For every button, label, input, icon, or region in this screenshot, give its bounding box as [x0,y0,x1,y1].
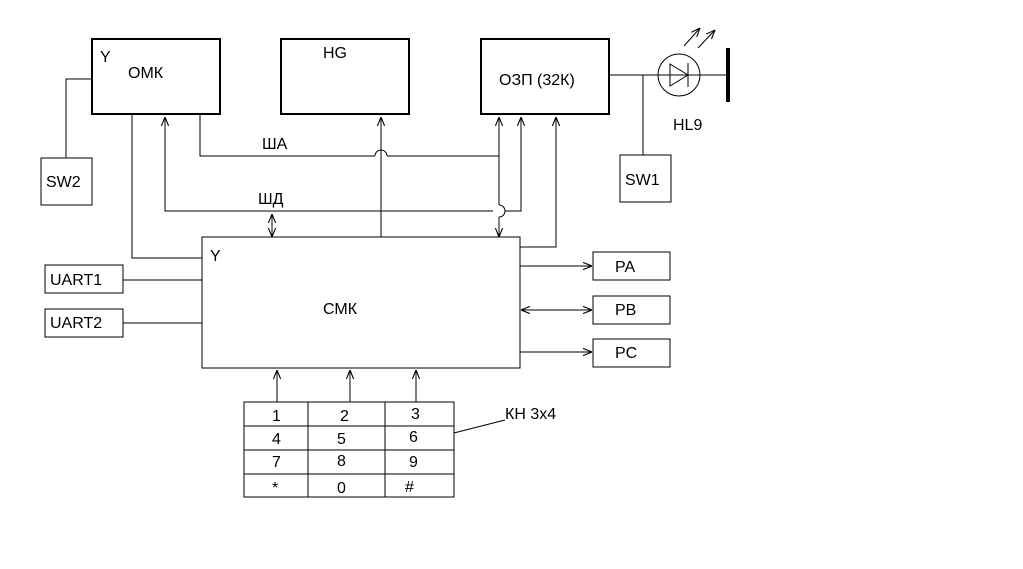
smk-y-label: Y [210,248,221,265]
pb-label: PB [615,302,636,319]
ozp-block: ОЗП (32К) [480,38,610,115]
key-4: 4 [272,431,281,448]
pc-label: PC [615,345,637,362]
ozp-label: ОЗП (32К) [499,72,575,89]
key-6: 6 [409,429,418,446]
omk-block: Y ОМК [91,38,221,115]
key-5: 5 [337,431,346,448]
sw2-label: SW2 [46,174,81,191]
key-8: 8 [337,453,346,470]
uart1-label: UART1 [50,272,102,289]
led-icon [657,28,715,97]
sw1-label: SW1 [625,172,660,189]
pa-label: PA [615,259,635,276]
bus-sha-label: ША [262,136,288,153]
omk-y-label: Y [100,49,111,66]
key-9: 9 [409,454,418,471]
uart2-block: UART2 [44,308,124,338]
key-7: 7 [272,454,281,471]
pc-block: PC [592,338,671,368]
key-hash: # [405,479,414,496]
hg-block: HG [280,38,410,115]
key-1: 1 [272,408,281,425]
uart2-label: UART2 [50,315,102,332]
keypad-label: КН 3x4 [505,406,556,423]
pb-block: PB [592,295,671,325]
omk-label: ОМК [128,65,164,82]
key-3: 3 [411,406,420,423]
uart1-block: UART1 [44,264,124,294]
smk-label: СМК [323,301,358,318]
keypad: 1 2 3 4 5 6 7 8 9 * 0 # [243,401,455,498]
bus-shd-label: ШД [258,191,284,208]
key-0: 0 [337,480,346,497]
smk-block: Y СМК [201,236,521,369]
connections [65,74,728,436]
key-star: * [272,480,278,497]
sw2-block: SW2 [40,157,93,206]
sw1-block: SW1 [619,154,672,203]
hg-label: HG [323,45,347,62]
key-2: 2 [340,408,349,425]
pa-block: PA [592,251,671,281]
hl9-label: HL9 [673,117,702,134]
